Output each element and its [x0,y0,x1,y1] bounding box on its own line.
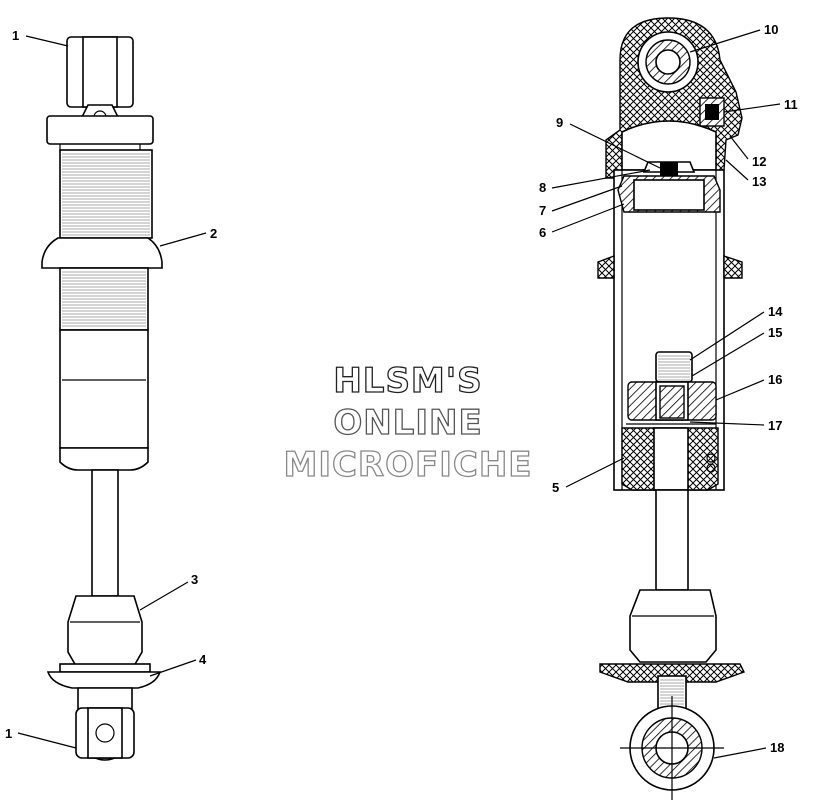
callout-label: 11 [784,97,798,112]
callout-label: 1 [12,28,19,43]
watermark: HLSM'S ONLINE MICROFICHE [283,360,532,485]
watermark-line-3: MICROFICHE [283,445,532,485]
callout-label: 15 [768,325,782,340]
callout-label: 16 [768,372,782,387]
callout-label: 14 [768,304,783,319]
callout-label: 8 [539,180,546,195]
callout-label: 5 [552,480,559,495]
callout-label: 18 [770,740,784,755]
callout-label: 2 [210,226,217,241]
shock-cross-section [597,17,745,800]
watermark-line-1: HLSM'S [333,361,482,401]
callouts-left: 1 2 3 4 1 [5,28,217,741]
callout-label: 10 [764,22,778,37]
callout-label: 3 [191,572,198,587]
callout-label: 9 [556,115,563,130]
shock-exterior-view [41,36,163,761]
callout-label: 12 [752,154,766,169]
callout-label: 1 [5,726,12,741]
callout-label: 17 [768,418,782,433]
callout-label: 4 [199,652,207,667]
callout-label: 13 [752,174,766,189]
callout-label: 6 [539,225,546,240]
callout-label: 7 [539,203,546,218]
callout-leaders [17,29,781,759]
callouts-right: 10 11 9 12 8 13 7 6 14 15 16 17 5 18 [539,22,798,755]
watermark-line-2: ONLINE [333,403,482,443]
